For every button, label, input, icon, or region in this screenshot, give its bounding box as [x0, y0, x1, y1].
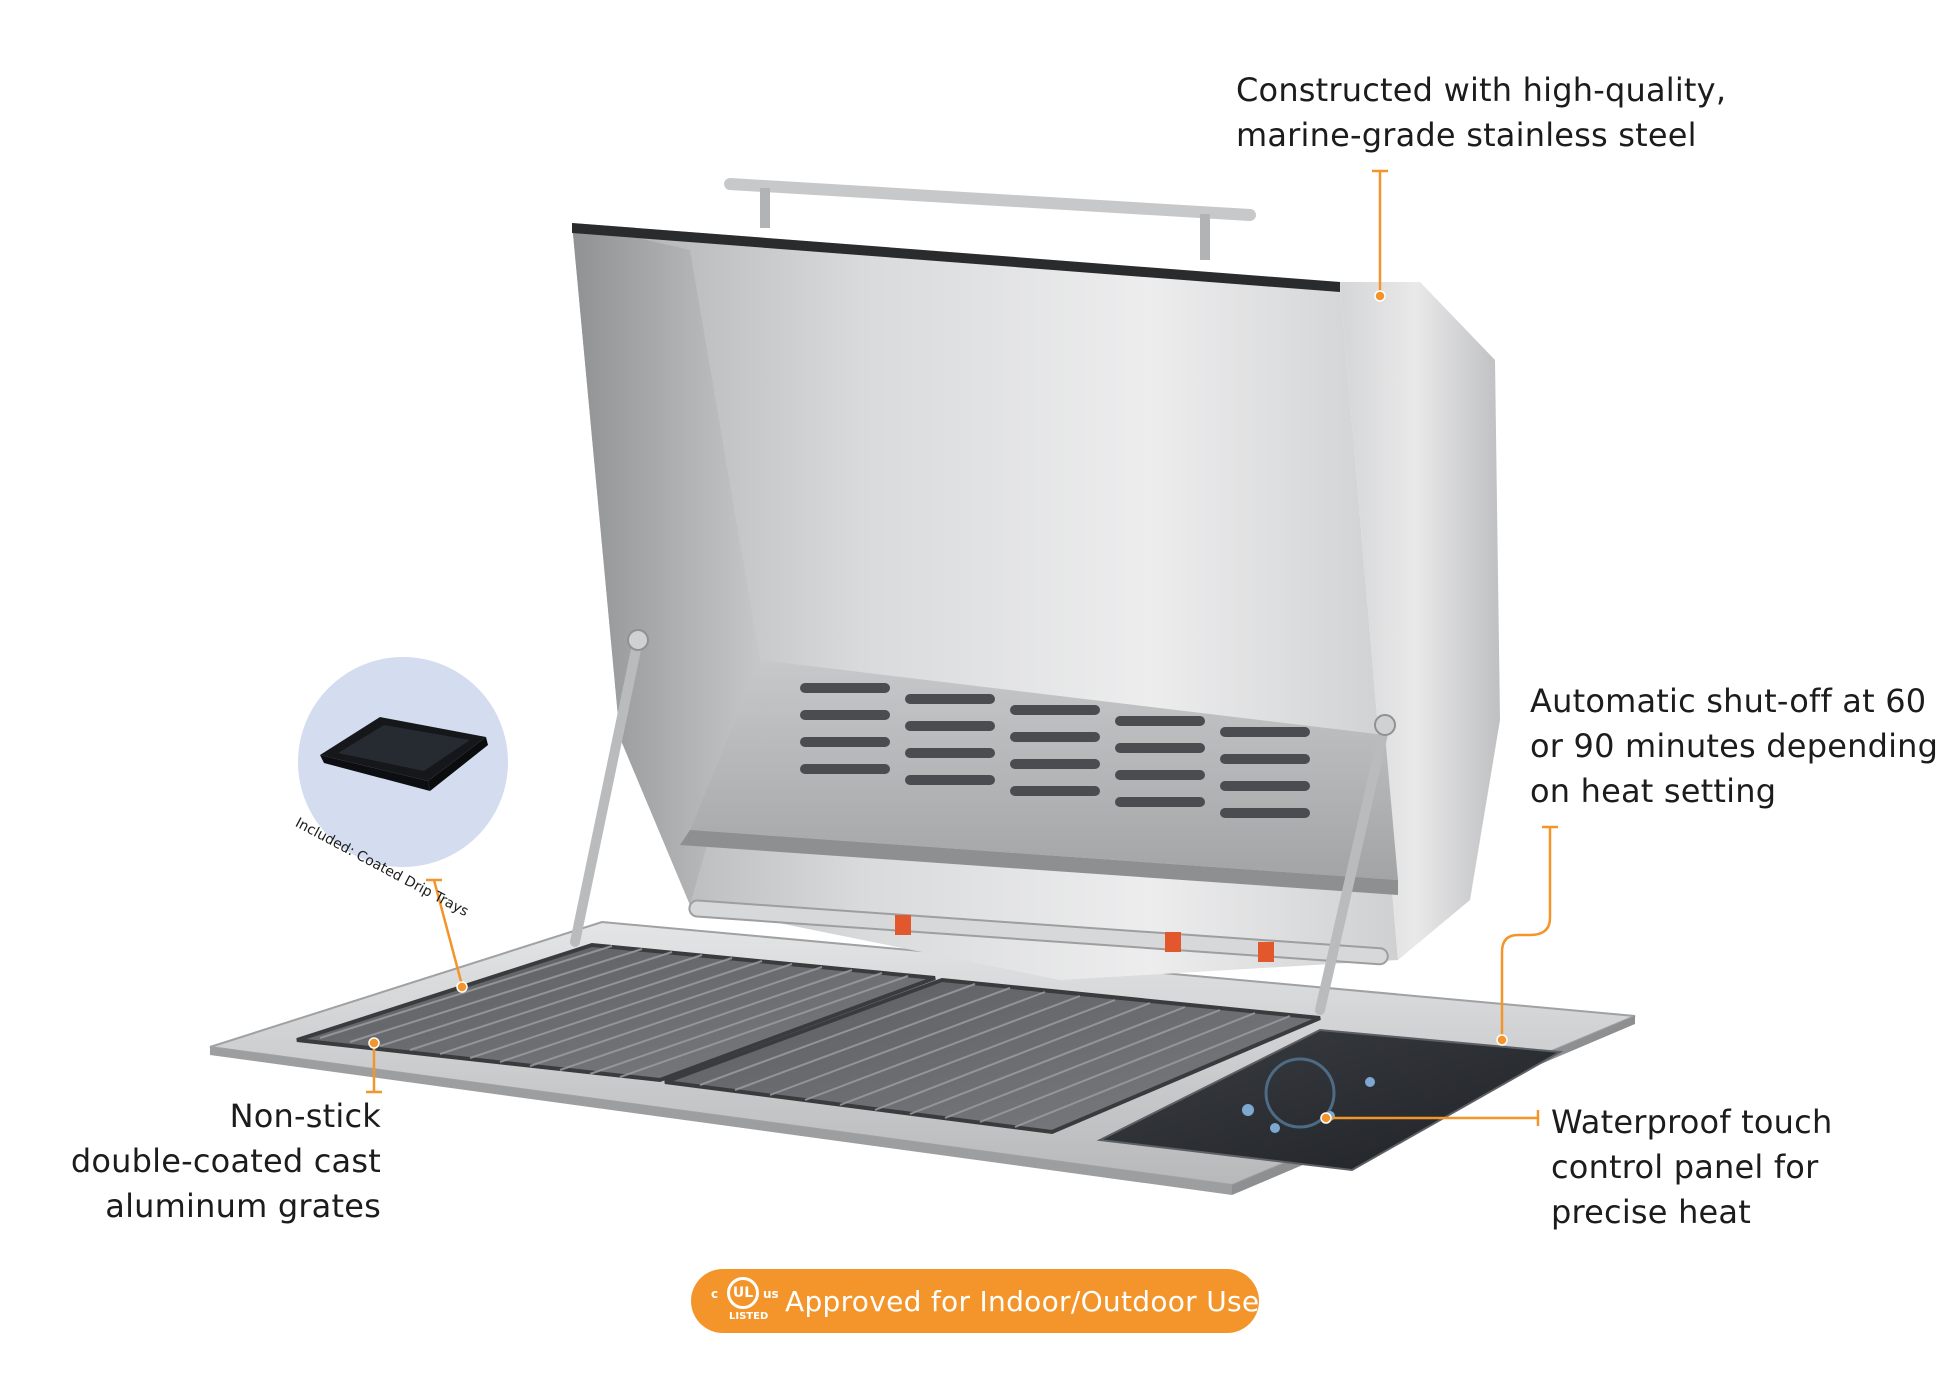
indoor-outdoor-badge: c UL us LISTED Approved for Indoor/Outdo…: [691, 1269, 1259, 1333]
drip-tray-inset: [298, 657, 508, 867]
grate-left: [296, 942, 936, 1083]
hinge-rod: [688, 899, 1389, 966]
callout-grates-line-2: double-coated cast: [70, 1142, 381, 1180]
callout-grates-line-1: Non-stick: [229, 1097, 381, 1135]
callout-shutoff-line-1: Automatic shut-off at 60: [1530, 682, 1927, 720]
callout-shutoff: Automatic shut-off at 60 or 90 minutes d…: [1530, 679, 1938, 814]
ul-logo-circle: UL: [727, 1277, 759, 1309]
ul-listed-logo: c UL us LISTED: [711, 1271, 781, 1331]
lid-handle: [724, 178, 1256, 260]
vent-panel: [680, 660, 1398, 895]
callout-steel-line-2: marine-grade stainless steel: [1236, 116, 1697, 154]
callout-panel-line-1: Waterproof touch: [1551, 1103, 1833, 1141]
badge-label: Approved for Indoor/Outdoor Use: [785, 1284, 1260, 1318]
callout-shutoff-line-2: or 90 minutes depending: [1530, 727, 1939, 765]
callout-grates: Non-stick double-coated cast aluminum gr…: [71, 1094, 381, 1229]
callout-panel-line-3: precise heat: [1551, 1193, 1751, 1231]
control-panel: [1096, 1028, 1564, 1172]
callout-dots: [368, 290, 1508, 1124]
callout-panel-line-2: control panel for: [1551, 1148, 1819, 1186]
ul-logo-c: c: [711, 1287, 719, 1301]
support-arms: [570, 635, 1390, 1015]
callout-panel: Waterproof touch control panel for preci…: [1551, 1100, 1832, 1235]
ul-logo-us: us: [763, 1287, 779, 1301]
support-arm-joints: [627, 629, 1396, 736]
callout-lines: [366, 169, 1558, 1126]
callout-shutoff-line-3: on heat setting: [1530, 772, 1777, 810]
callout-steel: Constructed with high-quality, marine-gr…: [1236, 68, 1726, 158]
ul-logo-listed: LISTED: [729, 1311, 769, 1322]
drip-tray-icon: [320, 717, 488, 791]
grate-bars: [319, 945, 1291, 1128]
callout-grates-line-3: aluminum grates: [105, 1187, 381, 1225]
callout-steel-line-1: Constructed with high-quality,: [1236, 71, 1727, 109]
